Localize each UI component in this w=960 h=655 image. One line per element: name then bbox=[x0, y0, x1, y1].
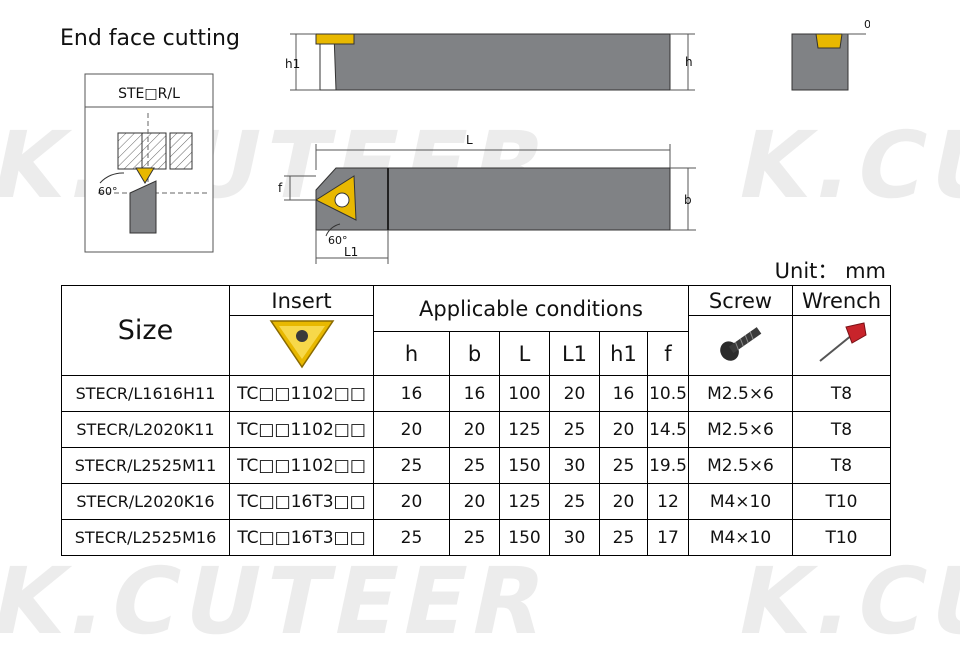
inset-diagram: STE□R/L 60° bbox=[84, 73, 214, 253]
workpiece-section bbox=[117, 132, 193, 170]
screw-header: Screw bbox=[688, 285, 793, 316]
table-row: STECR/L2525M16 TC□□16T3□□ 25 25 150 30 2… bbox=[61, 519, 891, 556]
sub-header-h: h bbox=[373, 331, 450, 376]
end-angle: 0° bbox=[864, 18, 870, 31]
table-row: STECR/L2525M11 TC□□1102□□ 25 25 150 30 2… bbox=[61, 447, 891, 484]
dim-L: L bbox=[466, 133, 473, 147]
main-angle: 60° bbox=[328, 234, 348, 247]
triangle-insert-icon bbox=[269, 320, 334, 369]
table-row: STECR/L1616H11 TC□□1102□□ 16 16 100 20 1… bbox=[61, 375, 891, 412]
inset-insert bbox=[135, 167, 155, 184]
side-view-insert bbox=[315, 33, 355, 45]
wrench-image-cell bbox=[792, 315, 891, 376]
watermark-bottom-right: K.CUTEER bbox=[728, 548, 960, 655]
insert-header: Insert bbox=[229, 285, 374, 316]
table-row: STECR/L2020K11 TC□□1102□□ 20 20 125 25 2… bbox=[61, 411, 891, 448]
unit-label: Unit： mm bbox=[774, 259, 886, 283]
side-view-drawing: h h1 bbox=[285, 33, 695, 91]
size-header: Size bbox=[61, 285, 230, 376]
dim-b: b bbox=[684, 193, 692, 207]
spec-table: Size Insert Applicable conditions Screw … bbox=[61, 285, 891, 556]
insert-image-cell bbox=[229, 315, 374, 376]
sub-header-f: f bbox=[647, 331, 689, 376]
sub-header-b: b bbox=[449, 331, 500, 376]
conditions-header: Applicable conditions bbox=[373, 285, 689, 332]
inset-holder bbox=[129, 180, 157, 234]
sub-header-L: L bbox=[499, 331, 550, 376]
watermark-right: K.CUTEER bbox=[728, 112, 960, 219]
dim-L1: L1 bbox=[344, 245, 358, 259]
dim-f: f bbox=[278, 181, 283, 195]
dim-h: h bbox=[685, 55, 693, 69]
end-view-drawing: 0° bbox=[791, 18, 870, 91]
sub-header-h1: h1 bbox=[599, 331, 648, 376]
page-title: End face cutting bbox=[60, 26, 240, 51]
wrench-header: Wrench bbox=[792, 285, 891, 316]
sub-header-L1: L1 bbox=[549, 331, 600, 376]
torx-wrench-icon bbox=[818, 322, 867, 362]
inset-label: STE□R/L bbox=[118, 86, 180, 102]
screw-image-cell bbox=[688, 315, 793, 376]
table-row: STECR/L2020K16 TC□□16T3□□ 20 20 125 25 2… bbox=[61, 483, 891, 520]
inset-angle: 60° bbox=[98, 185, 118, 198]
watermark-bottom-left: K.CUTEER bbox=[0, 548, 562, 655]
dim-h1: h1 bbox=[285, 57, 300, 71]
torx-screw-icon bbox=[719, 327, 761, 361]
top-view-drawing: L b f 60° L1 bbox=[278, 133, 696, 264]
